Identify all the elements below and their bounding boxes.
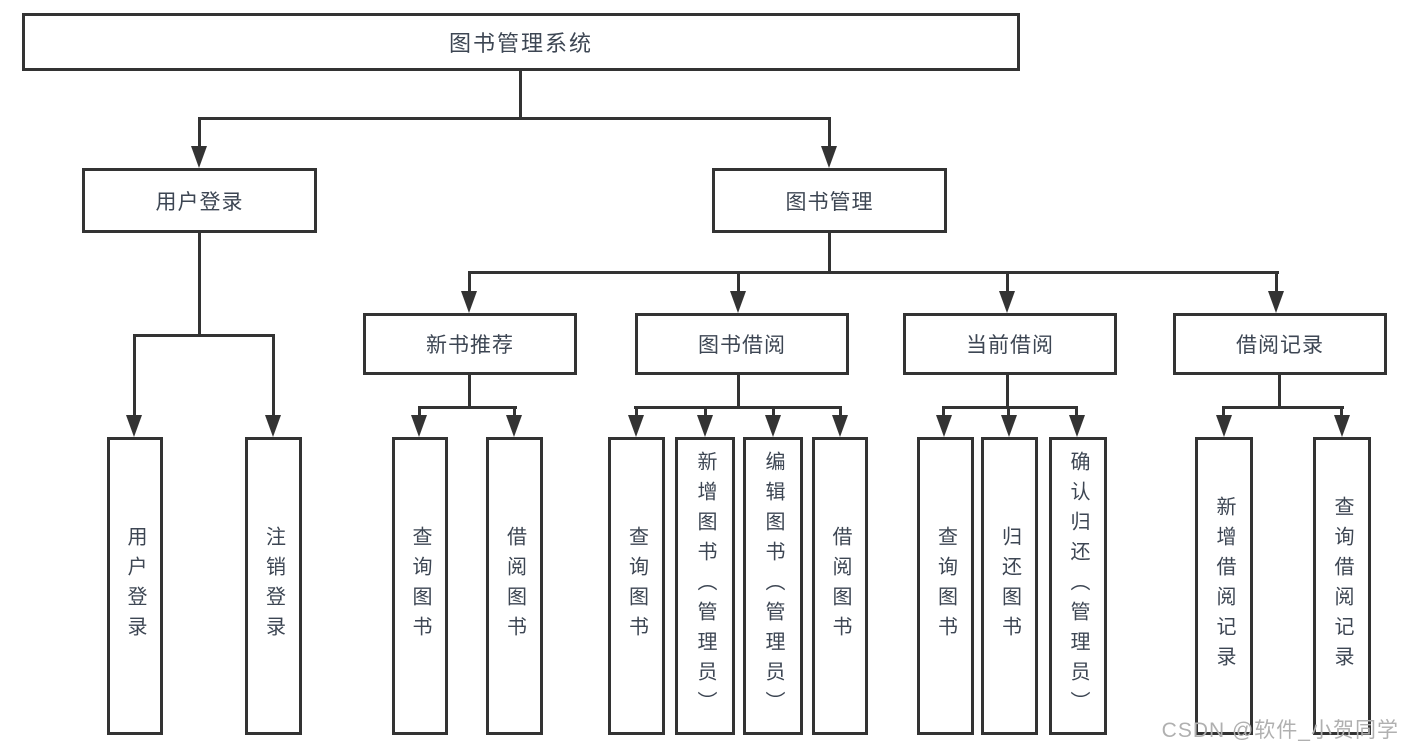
node-new-book-recommend: 新书推荐 (363, 313, 577, 375)
arrow-down-icon (461, 291, 477, 313)
arrow-down-icon (697, 415, 713, 437)
arrow-down-icon (821, 146, 837, 168)
node-label: 查询图书 (625, 526, 648, 646)
connector-new-book-rec-bar (418, 406, 517, 409)
arrow-down-icon (265, 415, 281, 437)
node-user-login: 用户登录 (82, 168, 317, 233)
node-book-borrow: 图书借阅 (635, 313, 849, 375)
arrow-down-icon (1069, 415, 1085, 437)
connector-drop-leaf (942, 406, 945, 418)
connector-root-stem (519, 71, 522, 118)
arrow-down-icon (1268, 291, 1284, 313)
connector-drop-leaf (418, 406, 421, 418)
node-borrow-record: 借阅记录 (1173, 313, 1387, 375)
arrow-down-icon (1216, 415, 1232, 437)
node-label: 注销登录 (262, 526, 285, 646)
arrow-down-icon (999, 291, 1015, 313)
node-label: 新增图书（管理员） (694, 451, 716, 721)
node-user-login-leaf: 用户登录 (107, 437, 163, 735)
node-return-books: 归还图书 (981, 437, 1038, 735)
arrow-down-icon (1334, 415, 1350, 437)
connector-drop-leaf (1007, 406, 1010, 418)
connector-book-mgmt-stem (828, 233, 831, 273)
connector-user-login-bar (133, 334, 275, 337)
node-label: 用户登录 (124, 526, 146, 646)
node-current-borrow: 当前借阅 (903, 313, 1117, 375)
connector-level2-bar (198, 117, 831, 120)
node-label: 借阅图书 (503, 526, 526, 646)
connector-drop-leaf (1222, 406, 1225, 418)
arrow-down-icon (832, 415, 848, 437)
arrow-down-icon (936, 415, 952, 437)
connector-drop-leaf (704, 406, 707, 418)
node-label: 查询借阅记录 (1331, 496, 1353, 676)
connector-borrow-record-bar (1222, 406, 1344, 409)
node-label: 当前借阅 (966, 334, 1054, 357)
node-label: 新增借阅记录 (1213, 496, 1235, 676)
arrow-down-icon (1001, 415, 1017, 437)
connector-level3-bar (468, 271, 1279, 274)
node-label: 借阅记录 (1236, 334, 1324, 357)
arrow-down-icon (411, 415, 427, 437)
node-add-borrow-record: 新增借阅记录 (1195, 437, 1253, 735)
arrow-down-icon (628, 415, 644, 437)
connector-drop-leaf (839, 406, 842, 418)
connector-drop-new-book-rec (468, 271, 471, 295)
node-query-books-current: 查询图书 (917, 437, 974, 735)
connector-drop-book-borrow (737, 271, 740, 295)
node-logout: 注销登录 (245, 437, 302, 735)
connector-drop-leaf (513, 406, 516, 418)
node-confirm-return-admin: 确认归还（管理员） (1049, 437, 1107, 735)
node-label: 查询图书 (409, 526, 431, 646)
connector-drop-leaf (1075, 406, 1078, 418)
node-library-management-system: 图书管理系统 (22, 13, 1020, 71)
connector-drop-leaf (772, 406, 775, 418)
node-edit-books-admin: 编辑图书（管理员） (743, 437, 803, 735)
node-label: 图书管理系统 (448, 31, 593, 56)
node-label: 图书借阅 (698, 334, 786, 357)
connector-book-borrow-stem (737, 375, 740, 409)
node-borrow-books: 借阅图书 (812, 437, 868, 735)
node-label: 查询图书 (934, 526, 957, 646)
connector-borrow-record-stem (1278, 375, 1281, 409)
node-label: 归还图书 (998, 526, 1021, 646)
arrow-down-icon (506, 415, 522, 437)
connector-drop-leaf (272, 334, 275, 417)
node-label: 图书管理 (785, 190, 874, 214)
connector-new-book-rec-stem (468, 375, 471, 409)
arrow-down-icon (765, 415, 781, 437)
node-label: 新书推荐 (426, 334, 514, 357)
connector-drop-leaf (133, 334, 136, 417)
node-book-management: 图书管理 (712, 168, 947, 233)
connector-current-borrow-stem (1006, 375, 1009, 409)
connector-drop-user-login (198, 117, 201, 150)
connector-current-borrow-bar (942, 406, 1078, 409)
csdn-watermark: CSDN @软件_小贺同学 (1161, 719, 1399, 742)
arrow-down-icon (191, 146, 207, 168)
node-query-borrow-record: 查询借阅记录 (1313, 437, 1371, 735)
node-label: 用户登录 (155, 190, 244, 214)
node-query-books-rec: 查询图书 (392, 437, 448, 735)
connector-drop-leaf (635, 406, 638, 418)
connector-drop-current-borrow (1006, 271, 1009, 295)
node-label: 借阅图书 (829, 526, 851, 646)
connector-drop-borrow-record (1275, 271, 1278, 295)
connector-book-borrow-bar (634, 406, 842, 409)
connector-drop-book-mgmt (828, 117, 831, 150)
node-add-books-admin: 新增图书（管理员） (675, 437, 735, 735)
connector-drop-leaf (1340, 406, 1343, 418)
node-label: 确认归还（管理员） (1067, 451, 1089, 721)
node-borrow-books-rec: 借阅图书 (486, 437, 543, 735)
node-label: 编辑图书（管理员） (762, 451, 784, 721)
connector-user-login-stem (198, 233, 201, 336)
arrow-down-icon (730, 291, 746, 313)
node-query-books: 查询图书 (608, 437, 665, 735)
arrow-down-icon (126, 415, 142, 437)
